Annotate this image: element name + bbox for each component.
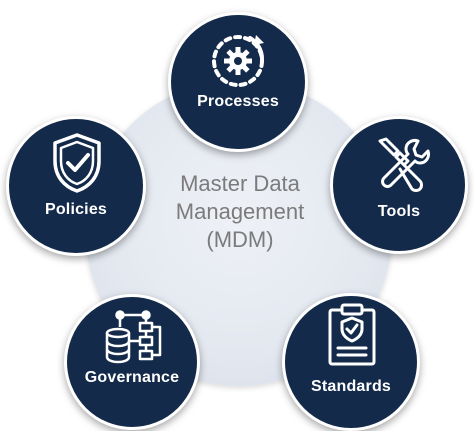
standards-label: Standards [310, 378, 392, 395]
clipboard-shield-icon [328, 303, 376, 366]
tools-label: Tools [377, 203, 421, 220]
processes-label: Processes [197, 93, 279, 110]
governance-label: Governance [84, 369, 180, 386]
node-standards: Standards [282, 293, 420, 431]
node-processes: Processes [168, 12, 308, 152]
policies-label: Policies [44, 201, 108, 218]
center-title-line-3: (MDM) [206, 227, 274, 252]
center-title-line-2: Management [175, 199, 305, 224]
node-tools: Tools [330, 116, 468, 254]
database-flowchart-icon [105, 310, 162, 364]
wrench-screwdriver-icon [378, 137, 430, 192]
center-title-line-1: Master Data [180, 171, 300, 196]
node-governance: Governance [64, 294, 200, 430]
node-policies: Policies [6, 116, 146, 256]
shield-check-icon [53, 133, 101, 193]
center-title: Master Data Management (MDM) [130, 170, 350, 254]
gear-cycle-icon [212, 35, 265, 87]
